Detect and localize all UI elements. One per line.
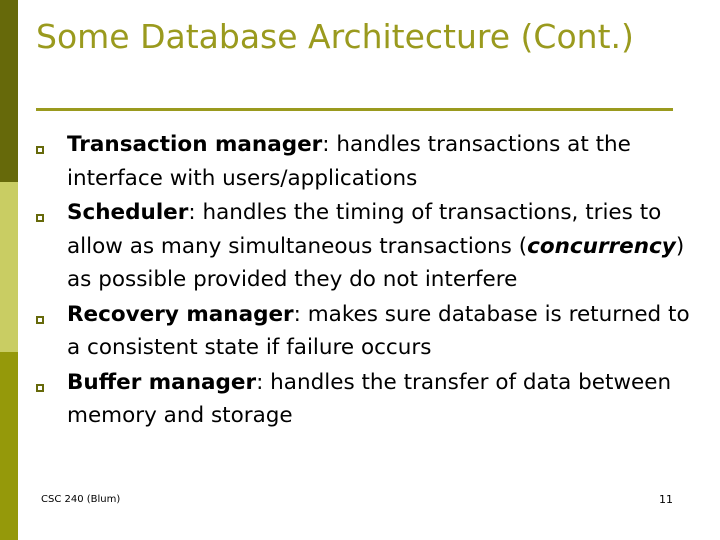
- bullet-item: Transaction manager: handles transaction…: [36, 128, 696, 195]
- square-bullet-icon: [36, 196, 67, 226]
- square-bullet-icon: [36, 298, 67, 328]
- bullet-separator: :: [293, 301, 308, 327]
- sidebar-segment-bottom: [0, 352, 18, 540]
- bullet-text: Transaction manager: handles transaction…: [67, 128, 696, 195]
- bullet-description: handles the transfer of data between mem…: [67, 369, 672, 429]
- bullet-text: Scheduler: handles the timing of transac…: [67, 196, 696, 297]
- title-underline-rule: [36, 108, 673, 111]
- bullet-item: Recovery manager: makes sure database is…: [36, 298, 696, 365]
- bullet-emphasis-term: concurrency: [527, 233, 676, 259]
- bullet-description-part1: handles the timing of transactions, trie…: [67, 200, 662, 259]
- square-bullet-icon: [36, 366, 67, 396]
- sidebar-segment-top: [0, 0, 18, 182]
- bullet-description: handles transactions at the interface wi…: [67, 132, 631, 191]
- bullet-term: Transaction manager: [67, 132, 323, 157]
- slide-accent-sidebar: [0, 0, 18, 540]
- sidebar-segment-middle: [0, 182, 18, 352]
- bullet-text: Recovery manager: makes sure database is…: [67, 298, 696, 365]
- bullet-item: Buffer manager: handles the transfer of …: [36, 366, 696, 433]
- bullet-text: Buffer manager: handles the transfer of …: [67, 366, 696, 433]
- bullet-separator: :: [188, 200, 203, 225]
- bullet-item: Scheduler: handles the timing of transac…: [36, 196, 696, 297]
- slide-body: Transaction manager: handles transaction…: [36, 128, 696, 434]
- square-bullet-icon: [36, 128, 67, 158]
- footer-page-number: 11: [659, 493, 673, 506]
- bullet-term: Scheduler: [67, 200, 189, 225]
- bullet-description: makes sure database is returned to a con…: [67, 301, 690, 361]
- bullet-term: Buffer manager: [67, 369, 257, 395]
- footer-course-label: CSC 240 (Blum): [41, 494, 121, 505]
- slide-title-block: Some Database Architecture (Cont.): [36, 14, 676, 59]
- bullet-separator: :: [322, 132, 337, 157]
- slide-title: Some Database Architecture (Cont.): [36, 17, 634, 56]
- bullet-separator: :: [256, 369, 271, 395]
- bullet-description-part2: ) as possible provided they do not inter…: [67, 233, 685, 293]
- bullet-term: Recovery manager: [67, 301, 294, 327]
